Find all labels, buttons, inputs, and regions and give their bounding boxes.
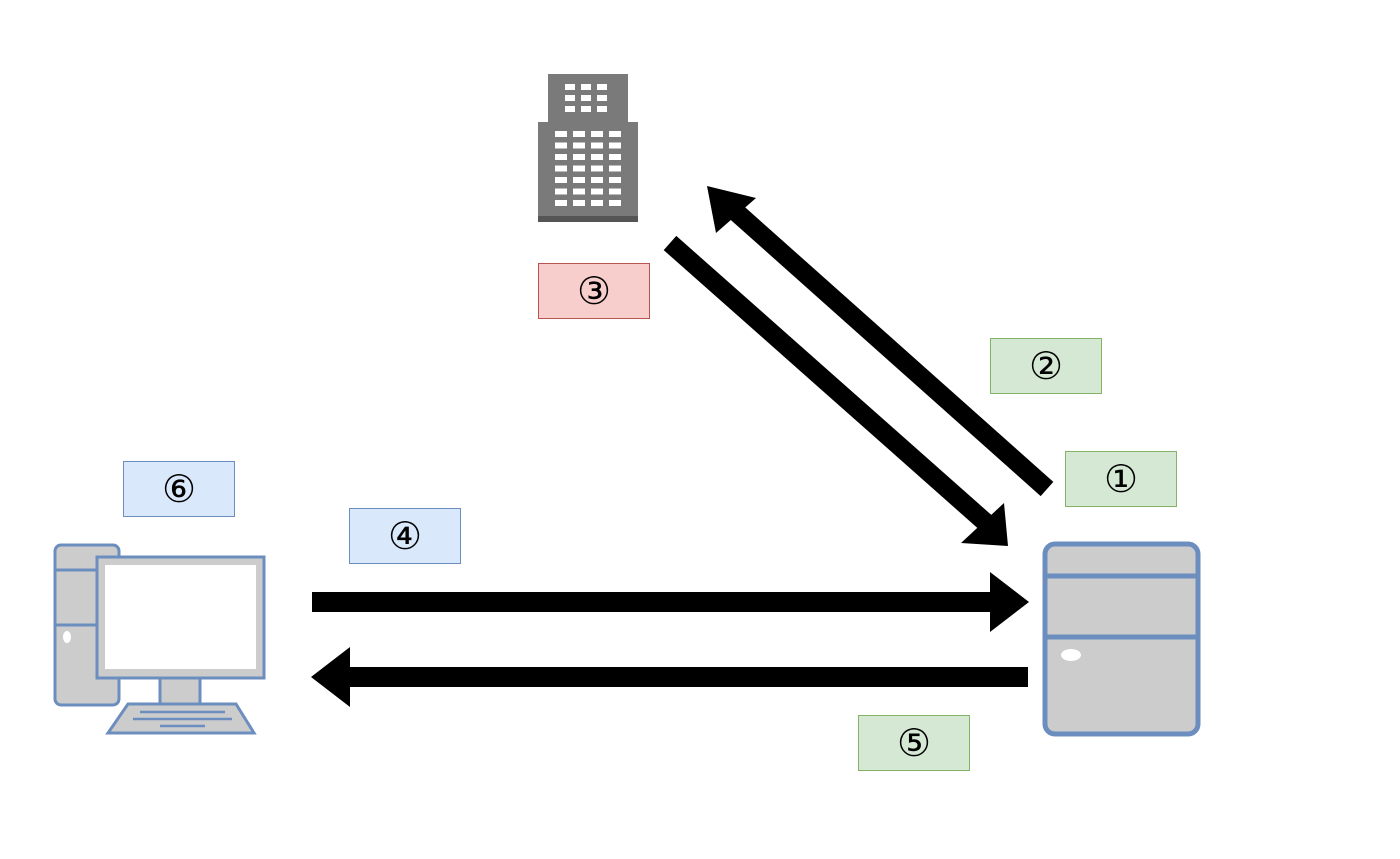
server-tower-icon xyxy=(1042,541,1201,737)
step-6-label: ⑥ xyxy=(123,461,235,517)
arrow-server-to-client xyxy=(311,647,1028,707)
arrow-server-to-building xyxy=(707,186,1054,497)
step-5-label: ⑤ xyxy=(858,715,970,771)
step-3-label: ③ xyxy=(538,263,650,319)
desktop-computer-icon xyxy=(53,543,266,735)
arrow-client-to-server xyxy=(312,572,1029,632)
building-icon xyxy=(538,74,638,222)
arrow-building-to-server xyxy=(663,235,1008,546)
step-2-label: ② xyxy=(990,338,1102,394)
step-1-label: ① xyxy=(1065,451,1177,507)
step-4-label: ④ xyxy=(349,508,461,564)
